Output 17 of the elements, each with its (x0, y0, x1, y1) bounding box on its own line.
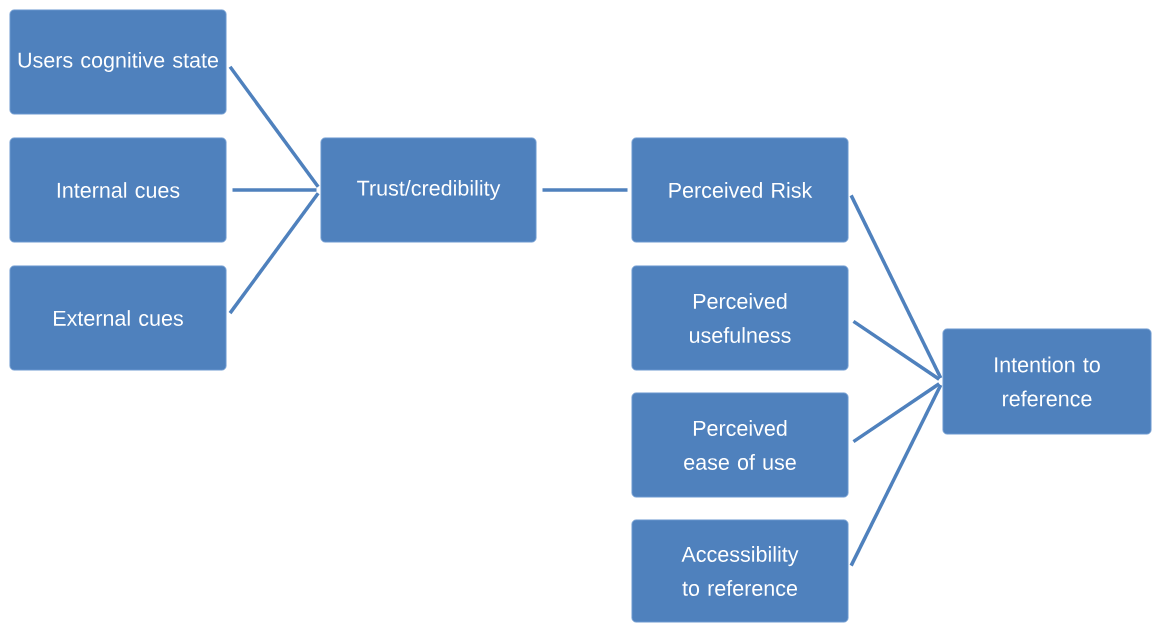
connector-line (228, 192, 320, 315)
process-box: Intention to reference (942, 328, 1152, 435)
connector-line (852, 382, 941, 444)
process-box: Users cognitive state (9, 9, 227, 115)
connector-line (232, 188, 317, 192)
process-box: Perceived ease of use (631, 392, 849, 498)
process-box: Trust/credibility (320, 137, 537, 243)
connector-line (228, 65, 320, 188)
process-box: Perceived Risk (631, 137, 849, 243)
process-box: External cues (9, 265, 227, 371)
process-box: Accessibility to reference (631, 519, 849, 623)
connector-line (542, 188, 628, 192)
process-box: Perceived usefulness (631, 265, 849, 371)
connector-line (849, 384, 943, 567)
connector-line (852, 319, 941, 381)
connector-line (849, 194, 943, 379)
process-box: Internal cues (9, 137, 227, 243)
